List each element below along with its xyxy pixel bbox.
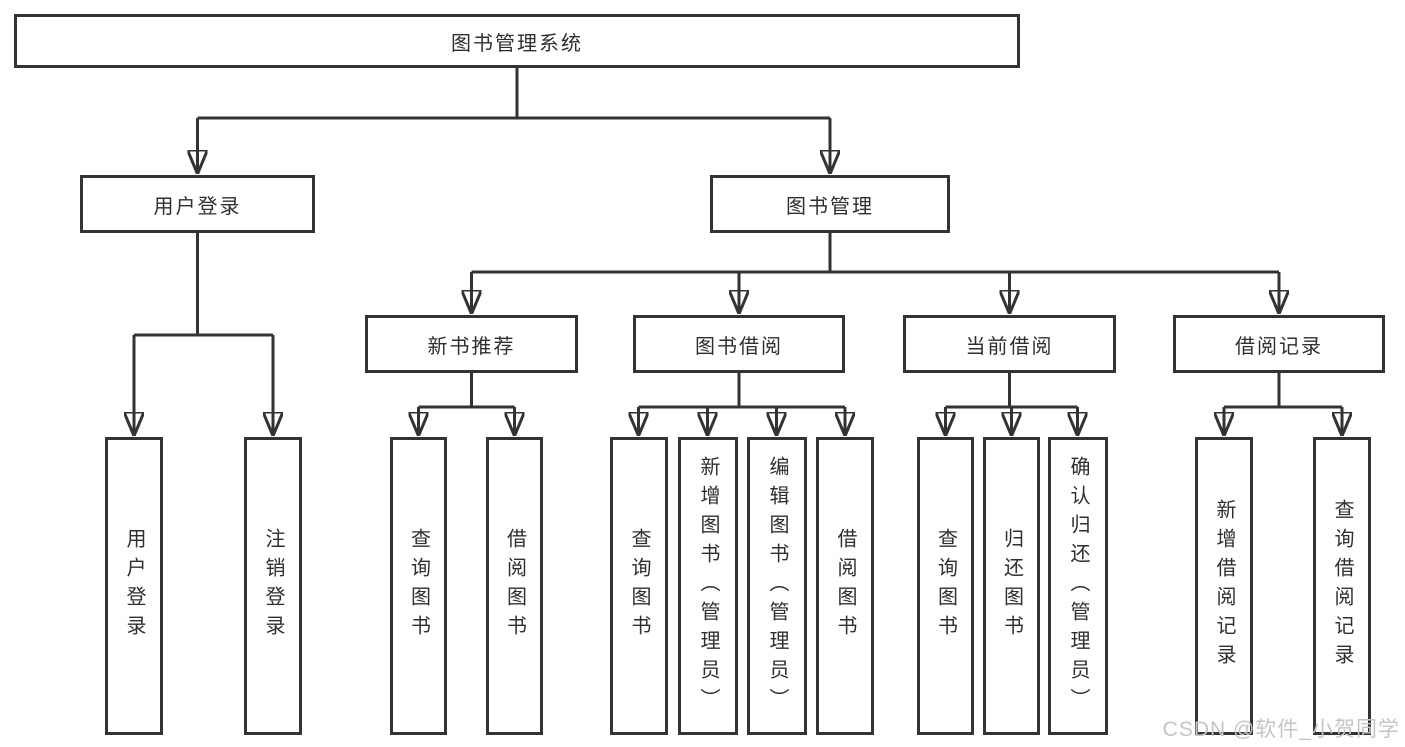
leaf-return-books: 归还图书 — [983, 437, 1040, 735]
leaf-confirm-return-admin: 确认归还（管理员） — [1048, 437, 1108, 735]
connector-line — [197, 68, 830, 120]
connector-line — [471, 233, 1279, 274]
csdn-watermark: CSDN @软件_小贺同学 — [1162, 718, 1400, 741]
connector-line — [638, 373, 845, 409]
leaf-query-books-current: 查询图书 — [917, 437, 974, 735]
node-current-borrow: 当前借阅 — [903, 315, 1116, 373]
node-root-library-system: 图书管理系统 — [14, 14, 1020, 68]
leaf-query-books-borrow: 查询图书 — [610, 437, 668, 735]
connector-line — [418, 373, 515, 409]
node-user-login: 用户登录 — [80, 175, 315, 233]
node-new-book-recommend: 新书推荐 — [365, 315, 578, 373]
leaf-add-borrow-record: 新增借阅记录 — [1195, 437, 1253, 735]
leaf-borrow-books: 借阅图书 — [816, 437, 874, 735]
leaf-edit-book-admin: 编辑图书（管理员） — [747, 437, 807, 735]
leaf-borrow-books-recommend: 借阅图书 — [486, 437, 543, 735]
leaf-query-borrow-record: 查询借阅记录 — [1313, 437, 1371, 735]
node-book-management: 图书管理 — [710, 175, 950, 233]
connector-line — [1224, 373, 1342, 409]
leaf-query-books-recommend: 查询图书 — [390, 437, 447, 735]
connector-line — [134, 233, 273, 337]
connector-line — [945, 373, 1078, 409]
node-book-borrow: 图书借阅 — [633, 315, 845, 373]
leaf-logout: 注销登录 — [244, 437, 302, 735]
node-borrow-records: 借阅记录 — [1173, 315, 1385, 373]
leaf-user-login: 用户登录 — [105, 437, 163, 735]
leaf-add-book-admin: 新增图书（管理员） — [678, 437, 738, 735]
